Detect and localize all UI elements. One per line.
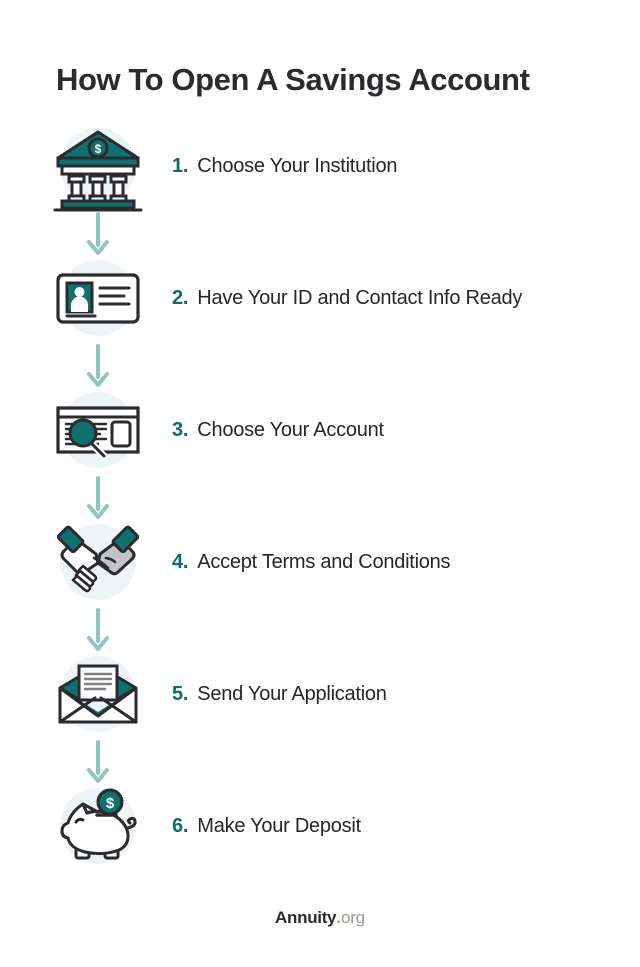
step-label: Choose Your Account [197,418,384,441]
step-item: 4. Accept Terms and Conditions [0,514,640,651]
step-text: 4. Accept Terms and Conditions [172,514,451,610]
logo-name: Annuity [275,908,337,927]
step-item: 5. Send Your Application [0,646,640,783]
bank-icon: $ [50,118,146,214]
step-text: 3. Choose Your Account [172,382,384,478]
arrow-down-icon [84,608,112,654]
document-search-icon [50,382,146,478]
piggy-bank-icon: $ [50,778,146,874]
step-number: 3. [172,418,189,441]
step-item: 3. Choose Your Account [0,382,640,519]
id-card-icon [50,250,146,346]
step-text: 2. Have Your ID and Contact Info Ready [172,250,522,346]
step-item: $ 6. Make Your Deposit [0,778,640,910]
step-number: 1. [172,154,189,177]
step-number: 5. [172,682,189,705]
step-number: 2. [172,286,189,309]
step-label: Choose Your Institution [197,154,398,177]
logo-dot-icon: . [336,908,341,927]
step-number: 4. [172,550,189,573]
step-item: $ 1. Choose Your I [0,118,640,255]
svg-text:$: $ [95,142,102,156]
steps-list: $ 1. Choose Your I [0,118,640,910]
arrow-down-icon [84,740,112,786]
arrow-down-icon [84,344,112,390]
arrow-down-icon [84,212,112,258]
footer-logo[interactable]: Annuity.org [0,908,640,928]
step-label: Accept Terms and Conditions [197,550,451,573]
step-number: 6. [172,814,189,837]
step-label: Have Your ID and Contact Info Ready [197,286,523,309]
arrow-down-icon [84,476,112,522]
step-text: 1. Choose Your Institution [172,118,397,214]
svg-text:$: $ [106,795,115,812]
step-item: 2. Have Your ID and Contact Info Ready [0,250,640,387]
page-title: How To Open A Savings Account [56,61,530,97]
step-label: Make Your Deposit [197,814,361,837]
step-text: 6. Make Your Deposit [172,778,361,874]
handshake-icon [50,514,146,610]
envelope-icon [50,646,146,742]
logo-tld: org [340,908,365,927]
step-text: 5. Send Your Application [172,646,387,742]
step-label: Send Your Application [197,682,387,705]
